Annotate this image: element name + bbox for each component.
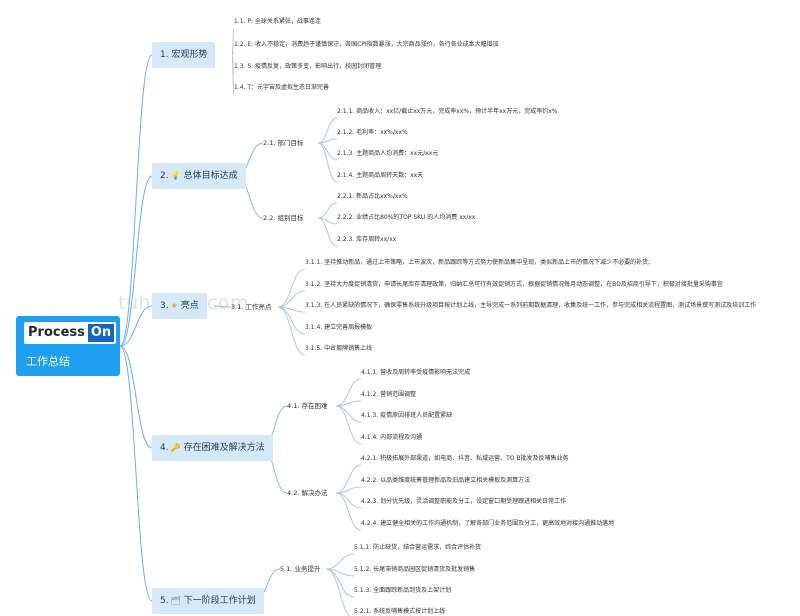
leaf-node[interactable]: 4.2.4. 建立健全相关的工作沟通机制，了解各部门业务范围及分工，更高效地对接… [361,520,615,527]
subtopic-solutions[interactable]: 4.2. 解决办法 [287,489,328,497]
subtopic-dept-goals[interactable]: 2.1. 部门目标 [263,139,304,147]
root-subtitle: 工作总结 [26,355,70,368]
topic-label: 总体目标达成 [183,171,238,181]
leaf-node[interactable]: 1.2. E: 收入不稳定，消费趋于谨慎保守，各国CPI指数暴涨，大宗商品涨价，… [234,41,499,48]
connector-curve [119,305,153,347]
leaf-node[interactable]: 5.1.2. 长尾滞销商品园区促销清货及批发销售 [354,566,476,573]
leaf-node[interactable]: 3.1.5. 中台挪牌销售上线 [305,345,373,352]
topic-macro-situation[interactable]: 1. 宏观形势 [152,42,216,68]
connector-curve [231,54,235,96]
leaf-node[interactable]: 4.2.2. 以品类维度统筹管理新品及旧品建立相关模板及测算方法 [361,477,531,484]
connector-curve [317,142,338,183]
leaf-node[interactable]: 1.4. T：元宇宙及虚拟生态日渐完善 [234,84,330,91]
topic-overall-goals[interactable]: 2.💡总体目标达成 [152,163,246,189]
logo-text-process: Process [24,322,88,344]
connector-curve [277,290,306,308]
connector-curve [325,568,351,616]
leaf-node[interactable]: 2.1.3. 主题商品人均消费：xx元/xx元 [337,150,439,157]
connector-curve [317,117,338,144]
topic-label: 亮点 [180,301,199,311]
topic-number: 2. [160,171,169,181]
star-icon: ★ [170,301,178,310]
leaf-node[interactable]: 5.1.3. 全面跟踪新品到货及上架计划 [354,587,452,594]
topic-number: 3. [160,301,169,311]
connector-curve [317,217,338,247]
leaf-node[interactable]: 5.2.1. 系统反哺售模式按计划上线 [354,608,446,615]
topic-number: 4. [160,443,169,453]
leaf-node[interactable]: 3.1.2. 坚持大力度促销清货，申请长尾库存清理政策，归纳汇总可行有效促销方式… [305,281,723,288]
subtopic-group-goals[interactable]: 2.2. 组别目标 [263,214,304,222]
connector-curve [335,405,362,445]
topic-difficulties-solutions[interactable]: 4.🔑存在困难及解决方法 [152,435,273,461]
leaf-node[interactable]: 3.1.4. 建立完善周报模板 [305,324,373,331]
leaf-node[interactable]: 4.1.2. 营销范围调整 [361,391,417,398]
folder-icon: 🗂 [170,596,181,605]
subtopic-difficulties[interactable]: 4.1. 存在困难 [287,402,328,410]
leaf-node[interactable]: 4.1.3. 疫情原因排班人员配置紧缺 [361,412,453,419]
leaf-node[interactable]: 2.2.2. 业绩占比80%的TOP SKU 的人均消费 xx/xx [337,214,476,221]
connector-curve [335,492,362,531]
leaf-node[interactable]: 3.1.1. 坚持推动新品，通过上市策略，上市波次，新品跟踪等方式努力使新品集中… [305,259,651,266]
connector-curve [317,202,338,219]
connector-curve [119,345,153,449]
topic-number: 5. [160,596,169,606]
leaf-node[interactable]: 2.2.3. 库存周转xx/xx [337,236,397,243]
connector-curve [213,305,232,308]
key-icon: 🔑 [170,443,181,452]
logo-text-on: On [87,322,117,344]
subtopic-work-highlights[interactable]: 3.1. 工作亮点 [231,303,272,311]
root-node[interactable]: Process On 工作总结 [16,316,120,376]
connector-curve [335,405,362,423]
leaf-node[interactable]: 1.1. P: 全球关系紧张，战事连连 [234,18,321,25]
connector-curve [325,553,355,570]
connector-curve [335,464,362,494]
connector-curve [119,175,153,347]
connector-curve [317,142,338,161]
leaf-node[interactable]: 3.1.3. 在人员紧缺的情况下，确保零售系统升级项目按计划上线，主导完成一系列… [305,302,757,309]
leaf-node[interactable]: 2.1.1. 商品收入：xx亿/截止xx万元，完成率xx%，预计半年xx万元，完… [337,108,558,115]
leaf-node[interactable]: 2.1.4. 主题商品周转天数：xx天 [337,172,424,179]
connector-curve [317,138,338,144]
topic-label: 1. 宏观形势 [160,50,208,60]
connector-curve [119,345,153,602]
leaf-node[interactable]: 4.1.4. 内部流程及沟通 [361,434,423,441]
leaf-node[interactable]: 2.2.1. 新品占比xx%/xx% [337,193,408,200]
leaf-node[interactable]: 4.2.1. 积极拓展外部渠道，如电商、抖音、私域运营、TO B批发及反哺售业务 [361,455,569,462]
connector-curve [335,492,362,509]
leaf-node[interactable]: 5.1.1. 防止缺货，结合营运需求，综合评估补货 [354,544,482,551]
topic-next-plan[interactable]: 5.🗂下一阶段工作计划 [152,588,264,614]
topic-label: 下一阶段工作计划 [183,596,256,606]
subtopic-business-improvement[interactable]: 5.1. 业务提升 [280,565,321,573]
topic-label: 存在困难及解决方法 [183,443,265,453]
topic-highlights[interactable]: 3.★亮点 [152,293,207,319]
leaf-node[interactable]: 4.2.3. 划分优先级，灵活调整职能及分工，设定窗口期受理跟进相关日常工作 [361,498,567,505]
connector-curve [277,268,306,308]
leaf-node[interactable]: 4.1.1. 营收及周转率受疫情影响无法完成 [361,369,471,376]
connector-curve [277,306,306,356]
connector-curve [335,378,362,407]
connector-curve [119,54,153,347]
lightbulb-icon: 💡 [170,171,181,180]
leaf-node[interactable]: 2.1.2. 毛利率：xx%/xx% [337,129,408,136]
processon-logo: Process On [24,322,117,344]
leaf-node[interactable]: 1.3. S: 疫情反复，政策多变，影响出行，校园封闭管理 [234,63,382,70]
